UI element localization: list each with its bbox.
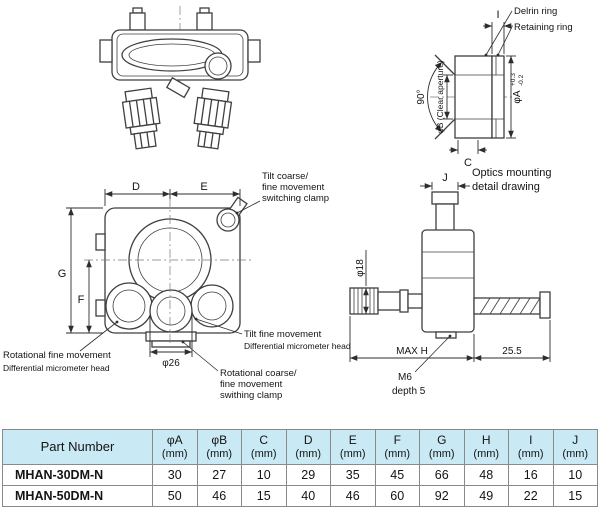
delrin-ring-label: Delrin ring	[514, 6, 557, 17]
phi-a-label: φA	[512, 90, 523, 103]
rot-clamp-callout-line3: swithing clamp	[220, 390, 282, 401]
detail-caption-line2: detail drawing	[472, 181, 540, 193]
table-header-row: Part Number φA(mm) φB(mm) C(mm) D(mm) E(…	[2, 428, 598, 466]
part-number-cell: MHAN-50DM-N	[2, 485, 153, 508]
mounting-shaft	[473, 297, 541, 315]
spec-cell: 46	[196, 485, 242, 508]
retaining-ring-label: Retaining ring	[514, 22, 573, 33]
col-header-h: H(mm)	[463, 428, 509, 466]
spec-cell: 10	[241, 464, 287, 487]
table-row: MHAN-50DM-N 50 46 15 40 46 60 92 49 22 1…	[2, 485, 598, 508]
tilt-clamp-callout-line1: Tilt coarse/	[262, 171, 308, 182]
tilt-fine-head-label: Differential micrometer head	[244, 341, 351, 351]
phi-a-tol-lower: -0.2	[518, 74, 525, 86]
mount-body-side	[421, 229, 475, 333]
dim-c-label: C	[464, 157, 472, 169]
tilt-switching-clamp	[216, 208, 240, 232]
rotational-fine-head-label: Differential micrometer head	[3, 363, 110, 373]
spec-cell: 50	[152, 485, 198, 508]
clamp-screw-right	[199, 7, 210, 14]
micrometer-head-side	[349, 287, 423, 315]
max-h-label: MAX H	[396, 346, 428, 357]
dim-f-label: F	[78, 294, 85, 306]
phi-a-dimension-label: φA +0.3 -0.2	[510, 73, 525, 104]
col-header-j: J(mm)	[552, 428, 598, 466]
tilt-fine-label: Tilt fine movement	[244, 329, 322, 340]
phi-a-tol-upper: +0.3	[510, 73, 517, 86]
col-header-f: F(mm)	[374, 428, 420, 466]
tilt-clamp-callout-line3: switching clamp	[262, 193, 329, 204]
angle-90-label: 90°	[416, 89, 427, 104]
dim-e-label: E	[200, 181, 207, 193]
micrometer-knob-left	[120, 86, 164, 151]
spec-cell: 22	[508, 485, 554, 508]
spec-cell: 49	[463, 485, 509, 508]
dim-i-label: I	[496, 9, 499, 21]
col-header-i: I(mm)	[508, 428, 554, 466]
technical-drawing: 90° φB (Clear aperture) φA +0.3 -0.2 I C…	[3, 6, 573, 401]
spec-cell: 48	[463, 464, 509, 487]
col-header-phi-a: φA(mm)	[152, 428, 198, 466]
spec-cell: 15	[241, 485, 287, 508]
rot-clamp-callout-line1: Rotational coarse/	[220, 368, 297, 379]
dimensions-table: Part Number φA(mm) φB(mm) C(mm) D(mm) E(…	[2, 428, 598, 508]
micrometer-knob-right	[190, 86, 234, 151]
spec-cell: 46	[330, 485, 376, 508]
retaining-ring-part	[491, 55, 505, 139]
spec-cell: 16	[508, 464, 554, 487]
spec-cell: 45	[374, 464, 420, 487]
depth-5-label: depth 5	[392, 386, 426, 397]
spec-cell: 10	[552, 464, 598, 487]
dim-25-5-label: 25.5	[502, 346, 522, 357]
tilt-clamp-callout-line2: fine movement	[262, 182, 325, 193]
spec-cell: 66	[419, 464, 465, 487]
dim-j-label: J	[442, 172, 448, 184]
spec-cell: 27	[196, 464, 242, 487]
rotational-fine-label: Rotational fine movement	[3, 350, 111, 361]
col-header-g: G(mm)	[419, 428, 465, 466]
side-view: J φ18 MAX H 25.5 M6 depth 5	[349, 172, 551, 397]
spec-cell: 60	[374, 485, 420, 508]
spec-cell: 35	[330, 464, 376, 487]
clamp-screw-left	[132, 7, 143, 14]
part-number-cell: MHAN-30DM-N	[2, 464, 153, 487]
phi-18-label: φ18	[355, 259, 366, 277]
spec-cell: 30	[152, 464, 198, 487]
col-header-phi-b: φB(mm)	[196, 428, 242, 466]
optics-mounting-detail-view: 90° φB (Clear aperture) φA +0.3 -0.2 I C…	[416, 6, 573, 193]
detail-caption-line1: Optics mounting	[472, 167, 551, 179]
spec-cell: 40	[285, 485, 331, 508]
spec-cell: 92	[419, 485, 465, 508]
spec-cell: 15	[552, 485, 598, 508]
delrin-ring-part	[454, 55, 493, 139]
m6-label: M6	[398, 372, 412, 383]
table-row: MHAN-30DM-N 30 27 10 29 35 45 66 48 16 1…	[2, 464, 598, 487]
phi-26-label: φ26	[162, 358, 180, 369]
dim-d-label: D	[132, 181, 140, 193]
front-view: D E G F φ26 Tilt coarse/ fine movement s…	[3, 171, 351, 401]
part-number-header: Part Number	[2, 428, 153, 466]
col-header-c: C(mm)	[241, 428, 287, 466]
rot-clamp-callout-line2: fine movement	[220, 379, 283, 390]
tilt-knob	[149, 289, 193, 333]
dim-g-label: G	[58, 268, 67, 280]
clear-aperture-label: φB (Clear aperture)	[435, 60, 445, 134]
spec-cell: 29	[285, 464, 331, 487]
col-header-d: D(mm)	[285, 428, 331, 466]
clamp-head-side	[431, 191, 459, 205]
right-knob	[190, 284, 234, 328]
top-assembly-view	[99, 6, 261, 151]
col-header-e: E(mm)	[330, 428, 376, 466]
